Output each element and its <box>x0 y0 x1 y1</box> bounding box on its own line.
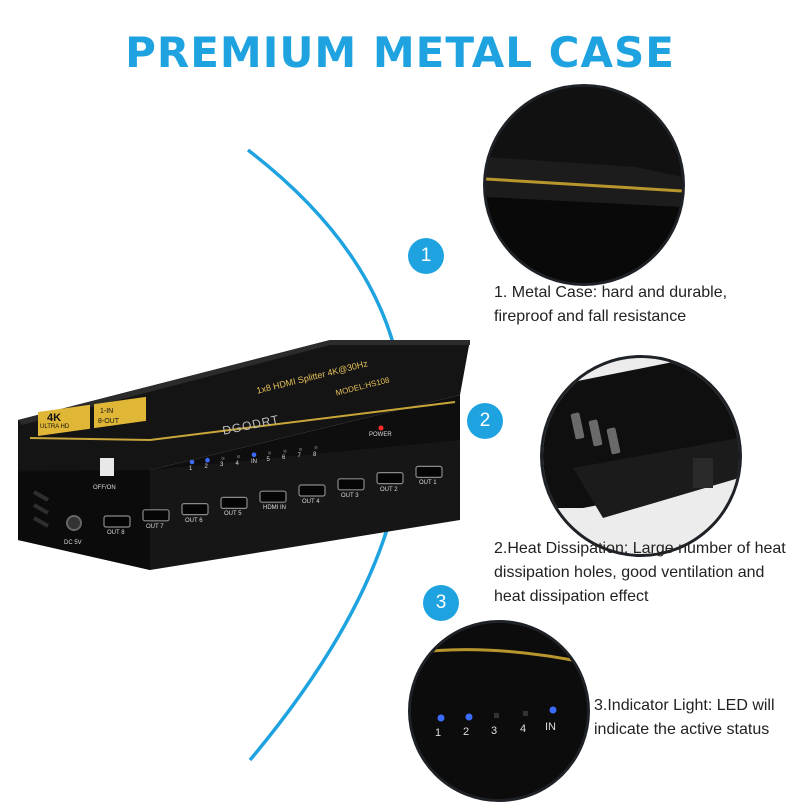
zoom-led-3 <box>494 713 499 718</box>
led-closeup <box>411 623 587 799</box>
hdmi-port <box>376 472 404 485</box>
device-led-in <box>251 452 257 458</box>
badge-4k-text: 4K <box>47 412 62 424</box>
caption-indicator-light: 3.Indicator Light: LED will indicate the… <box>594 697 775 738</box>
hdmi-port <box>181 503 209 516</box>
page-title: PREMIUM METAL CASE <box>125 28 675 77</box>
device-led-3 <box>221 456 225 460</box>
zoom-led-label-3: 3 <box>491 725 498 737</box>
device-led-label: 1 <box>189 466 193 472</box>
step-badge-1: 1 <box>408 238 444 274</box>
device-led-label: 7 <box>297 453 301 460</box>
device-led-4 <box>237 455 240 459</box>
hdmi-port <box>103 515 131 528</box>
hdmi-port-label: OUT 5 <box>224 511 242 518</box>
step-badge-2: 2 <box>467 403 503 439</box>
hdmi-port-label: OUT 1 <box>419 480 437 487</box>
badge-out-text: 8-OUT <box>98 418 119 425</box>
dc-label: DC 5V <box>64 540 82 546</box>
dc-jack <box>66 515 82 531</box>
badge-in-text: 1-IN <box>100 408 114 415</box>
device-led-1 <box>189 459 195 465</box>
power-switch <box>100 458 114 476</box>
hdmi-port-label: OUT 6 <box>185 517 203 524</box>
top-unit-body <box>18 340 470 470</box>
badge-4k <box>38 404 90 436</box>
device-led-label: 2 <box>204 464 208 471</box>
zoom-led-label-4: 4 <box>520 723 527 735</box>
zoom-heat-dissipation <box>540 355 742 557</box>
caption-metal-case: 1. Metal Case: hard and durable, firepro… <box>494 284 728 325</box>
device-led-label: IN <box>251 458 257 465</box>
hdmi-port-label: OUT 4 <box>302 499 320 505</box>
badge-in-out <box>94 396 146 429</box>
zoom-led-4 <box>523 711 528 716</box>
hdmi-port <box>415 465 443 478</box>
zoom-metal-case <box>483 84 685 286</box>
device-led-label: 3 <box>220 462 224 469</box>
device-led-5 <box>268 451 271 455</box>
zoom-led-label-in: IN <box>545 721 556 733</box>
hdmi-port <box>220 496 248 509</box>
power-label: POWER <box>369 432 392 438</box>
device-led-label: 8 <box>313 451 317 458</box>
zoom-led-label-2: 2 <box>463 726 470 738</box>
hdmi-port-label: OUT 8 <box>107 530 125 536</box>
device-led-8 <box>314 446 318 450</box>
hdmi-port-label: OUT 2 <box>380 486 398 493</box>
device-led-2 <box>205 457 210 463</box>
hdmi-port-label: OUT 3 <box>341 492 359 499</box>
device-led-label: 4 <box>235 460 239 467</box>
hdmi-port <box>298 484 326 497</box>
zoom-led-in <box>549 706 557 714</box>
zoom-led-1 <box>437 714 445 722</box>
zoom-indicator-light: 1 2 3 4 IN <box>408 620 590 802</box>
hdmi-port <box>259 490 287 503</box>
vent-closeup <box>543 358 739 554</box>
metal-case-closeup <box>486 87 682 283</box>
zoom-led-label-1: 1 <box>435 727 442 739</box>
device-led-label: 6 <box>282 455 286 462</box>
switch-label: OFF/ON <box>93 485 116 491</box>
hdmi-port <box>142 509 170 522</box>
hdmi-port <box>337 478 365 491</box>
badge-ultra-text: ULTRA HD <box>40 424 70 430</box>
hdmi-port-label: OUT 7 <box>146 523 164 530</box>
zoom-led-2 <box>465 713 473 721</box>
caption-heat-dissipation: 2.Heat Dissipation: Large number of heat… <box>494 540 786 605</box>
step-badge-3: 3 <box>423 585 459 621</box>
hdmi-port-label: HDMI IN <box>263 505 286 512</box>
device-led-7 <box>299 447 302 451</box>
device-led-label: 5 <box>266 457 270 463</box>
device-led-6 <box>283 449 287 453</box>
power-led <box>378 425 384 431</box>
